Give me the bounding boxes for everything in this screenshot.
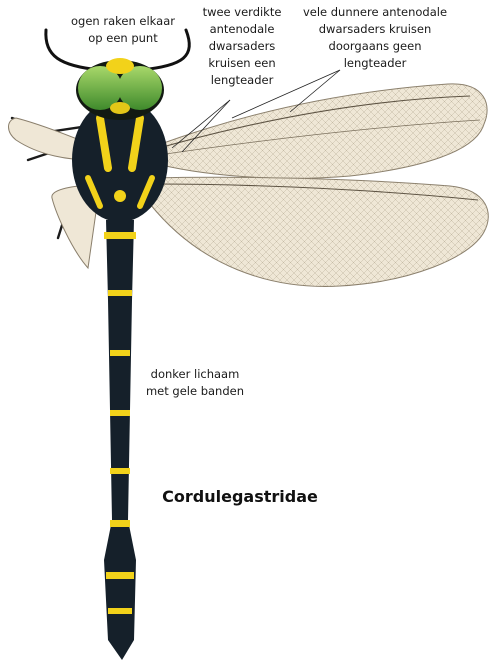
label-body: donker lichaam met gele banden — [132, 366, 258, 400]
family-title: Cordulegastridae — [140, 487, 340, 506]
label-eyes: ogen raken elkaar op een punt — [58, 13, 188, 47]
abdomen — [104, 220, 136, 660]
label-thick-crossveins: twee verdikte antenodale dwarsaders krui… — [190, 4, 294, 89]
label-thin-crossveins: vele dunnere antenodale dwarsaders kruis… — [294, 4, 456, 72]
